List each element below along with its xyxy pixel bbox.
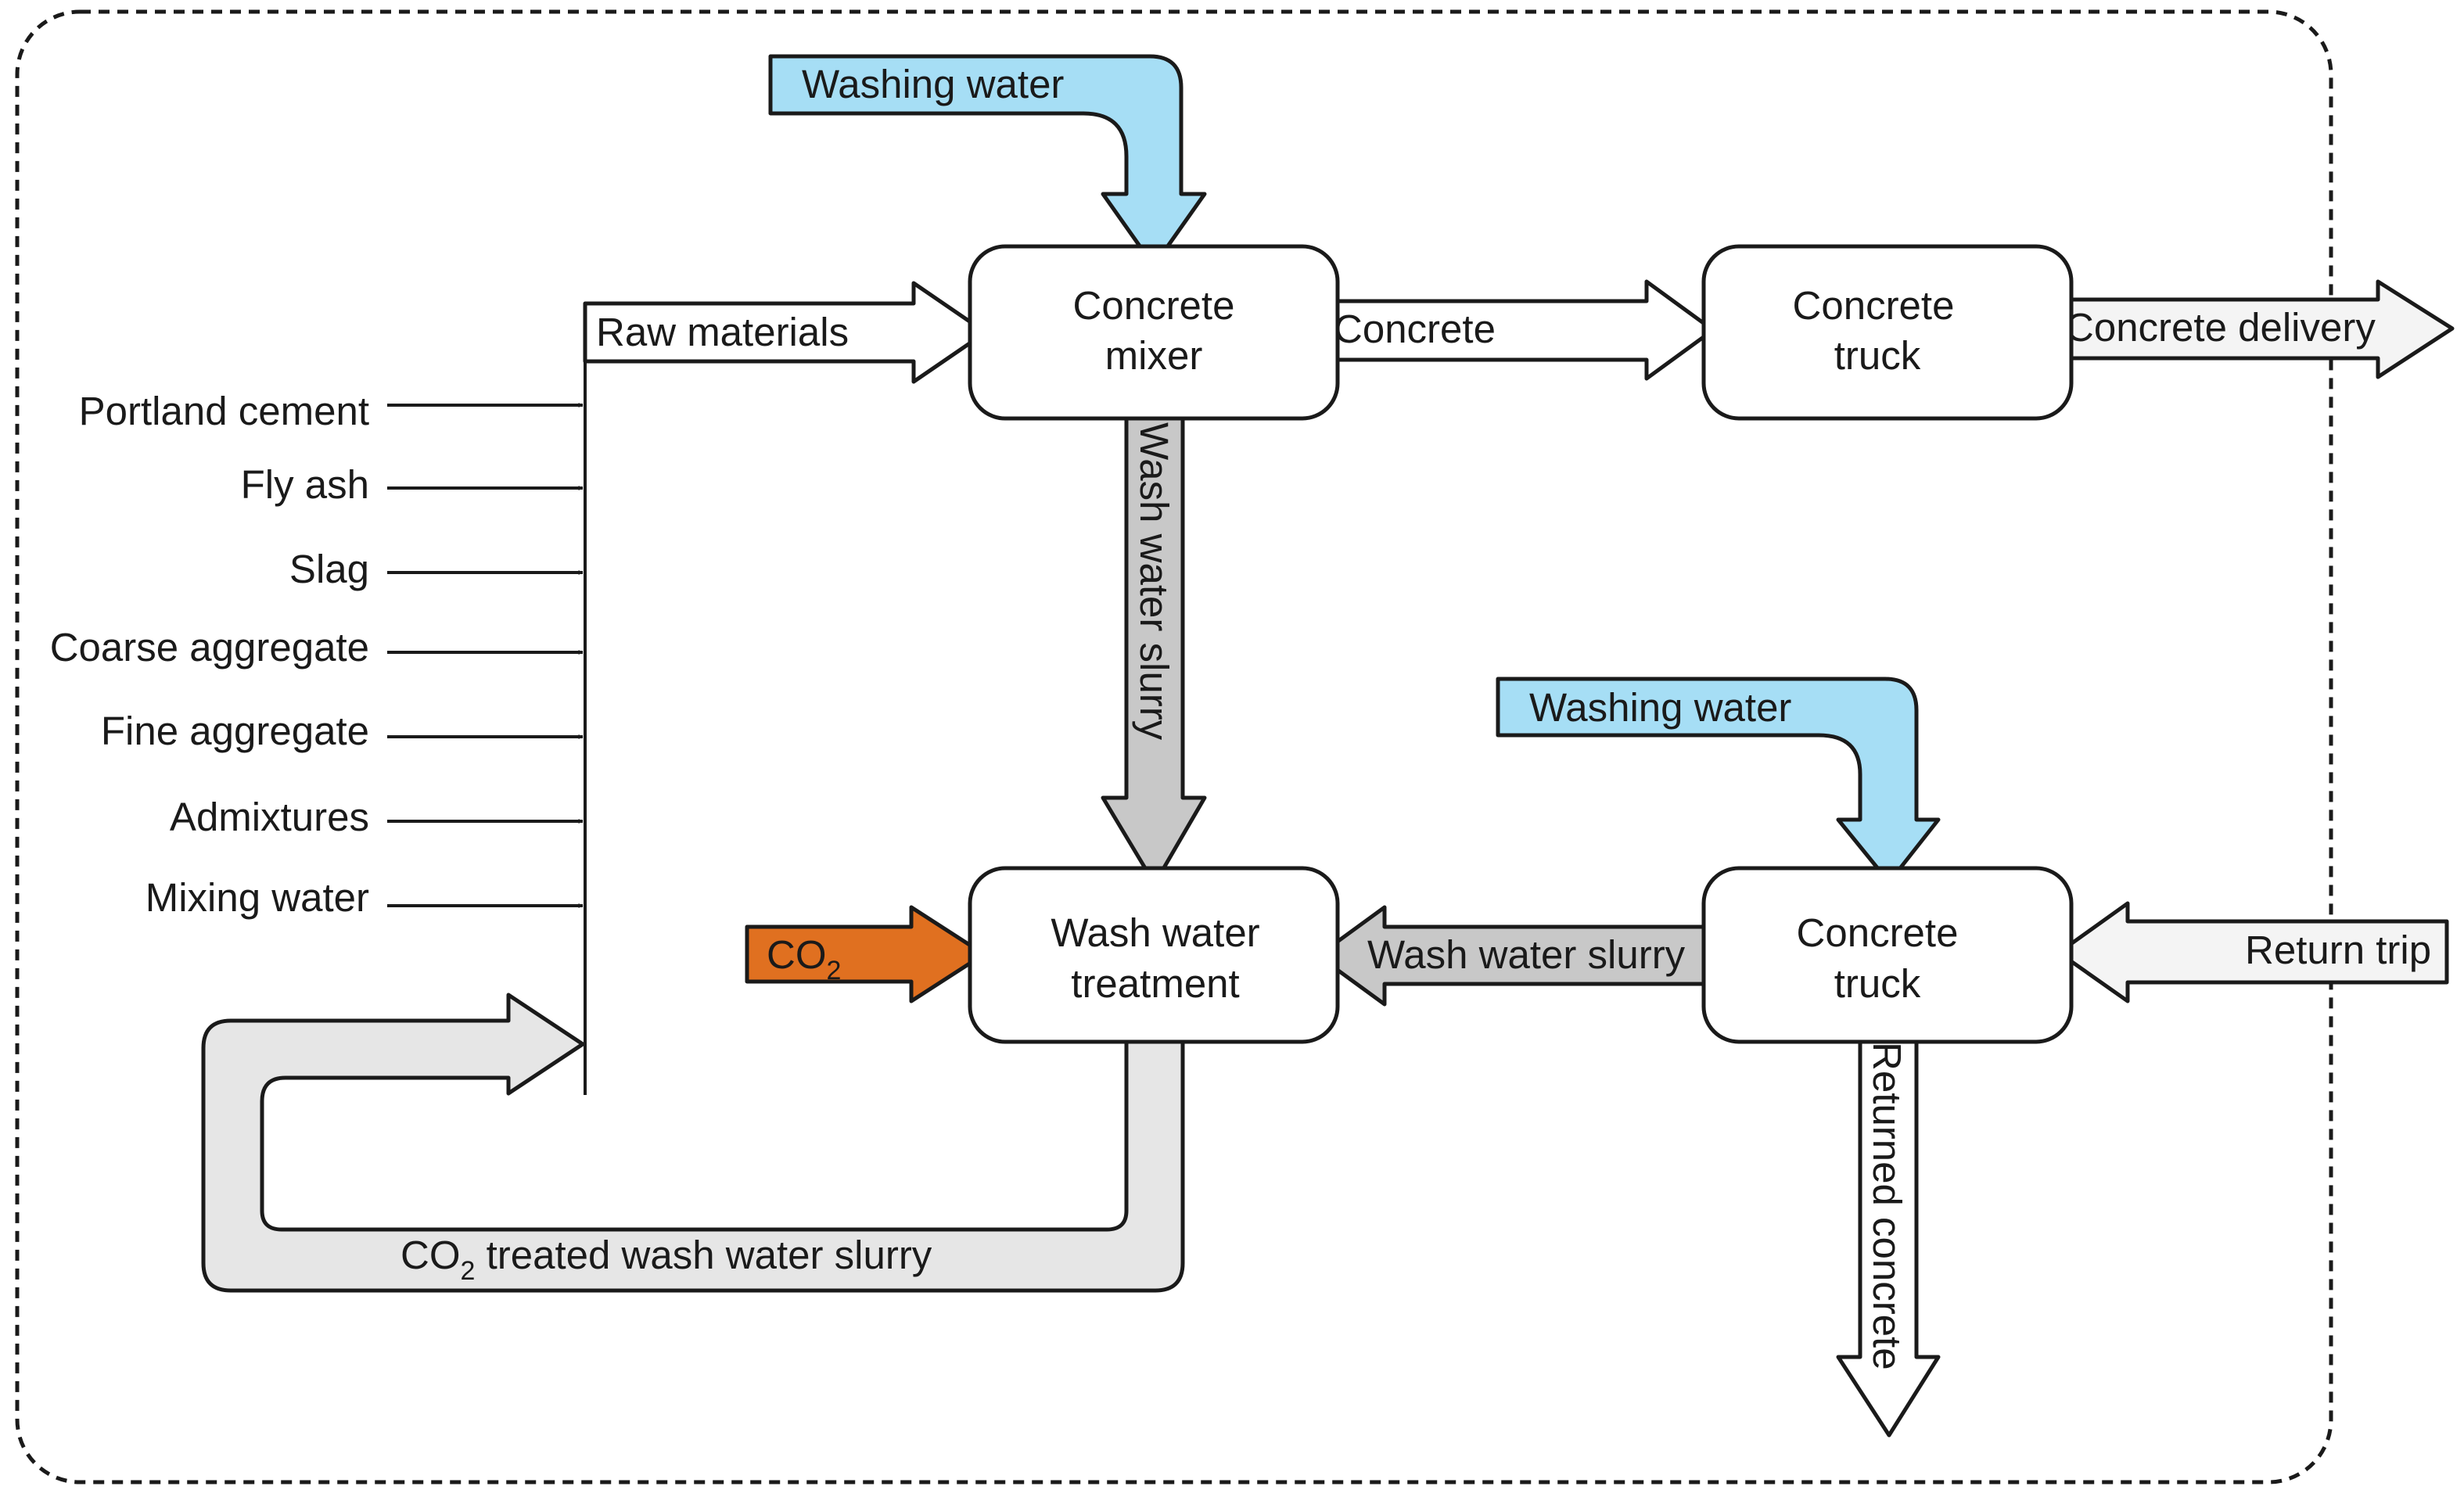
truck-top-line-1: Concrete <box>1793 283 1955 328</box>
treatment-line-2: treatment <box>1071 961 1239 1006</box>
concrete-delivery-arrow <box>2051 279 2455 379</box>
input-label: Slag <box>289 547 369 591</box>
co2-input-arrow <box>745 905 986 1003</box>
input-label: Mixing water <box>145 875 369 920</box>
input-label: Fine aggregate <box>101 709 369 753</box>
input-label: Fly ash <box>241 462 369 507</box>
wash-slurry-horizontal-label: Wash water slurry <box>1367 932 1686 977</box>
treated-subscript: 2 <box>461 1256 476 1286</box>
wash-slurry-horizontal-arrow <box>1316 905 1723 1007</box>
treated-slurry-label: CO2 treated wash water slurry <box>400 1233 932 1286</box>
wash-water-treatment-box: Wash water treatment <box>968 866 1340 1044</box>
washing-water-bottom-arrow <box>1496 677 1941 885</box>
truck-bottom-line-2: truck <box>1834 961 1921 1006</box>
washing-water-top-arrow <box>768 54 1207 268</box>
washing-water-top-label: Washing water <box>802 62 1064 106</box>
mixer-line-1: Concrete <box>1073 283 1235 328</box>
concrete-delivery-label: Concrete delivery <box>2065 305 2376 350</box>
co2-input-label: CO2 <box>767 932 841 985</box>
raw-materials-label: Raw materials <box>596 310 849 354</box>
concrete-mixer-box: Concrete mixer <box>968 244 1340 421</box>
returned-concrete-label: Returned concrete <box>1865 1042 1909 1370</box>
co2-text: CO <box>767 932 827 977</box>
concrete-truck-bottom-box: Concrete truck <box>1701 866 2074 1044</box>
washing-water-bottom-label: Washing water <box>1529 685 1791 730</box>
return-trip-arrow <box>2056 901 2449 1003</box>
wash-slurry-vertical-arrow <box>1101 408 1207 886</box>
mixer-line-2: mixer <box>1105 333 1203 378</box>
system-boundary <box>15 9 2333 1484</box>
input-label: Coarse aggregate <box>50 625 369 670</box>
returned-concrete-arrow <box>1836 1030 1941 1438</box>
treated-slurry-loop-arrow <box>201 993 1185 1293</box>
treated-text-post: treated wash water slurry <box>475 1233 932 1277</box>
return-trip-label: Return trip <box>2245 928 2431 972</box>
input-label: Admixtures <box>170 795 369 839</box>
wash-slurry-vertical-label: Wash water slurry <box>1132 422 1176 741</box>
concrete-truck-top-box: Concrete truck <box>1701 244 2074 421</box>
truck-top-line-2: truck <box>1834 333 1921 378</box>
concrete-arrow <box>1318 279 1715 381</box>
input-list: Portland cement Fly ash Slag Coarse aggr… <box>50 389 584 920</box>
concrete-label: Concrete <box>1334 307 1496 351</box>
co2-subscript: 2 <box>827 956 842 985</box>
treatment-line-1: Wash water <box>1051 910 1259 955</box>
input-label: Portland cement <box>79 389 369 433</box>
raw-materials-arrow <box>583 281 988 384</box>
treated-text-pre: CO <box>400 1233 461 1277</box>
truck-bottom-line-1: Concrete <box>1797 910 1959 955</box>
